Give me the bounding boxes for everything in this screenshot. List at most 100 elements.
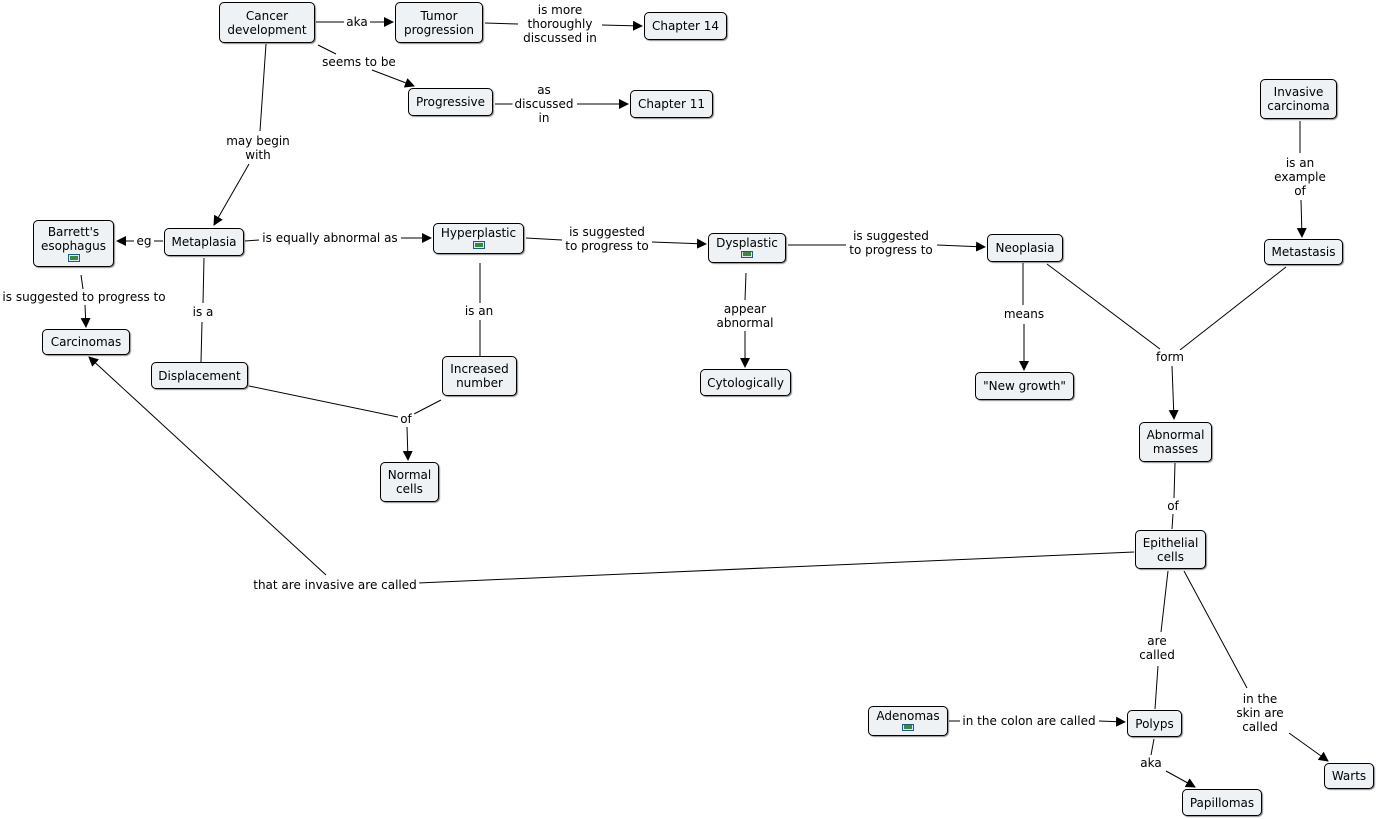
node-chapter-11[interactable]: Chapter 11 — [630, 90, 713, 118]
node-polyps[interactable]: Polyps — [1127, 710, 1182, 737]
line — [1171, 513, 1174, 530]
node-label: Chapter 11 — [637, 97, 706, 111]
line — [371, 69, 415, 88]
link-label-more-discussed[interactable]: is more thoroughly discussed in — [521, 3, 599, 45]
node-label: Chapter 14 — [651, 19, 720, 33]
line — [200, 321, 203, 363]
line — [1154, 665, 1159, 710]
line — [213, 163, 250, 226]
node-label: Dysplastic — [716, 236, 778, 250]
link-label-colon-called[interactable]: in the colon are called — [960, 714, 1098, 728]
node-label: Progressive — [415, 95, 486, 109]
image-icon[interactable] — [741, 251, 753, 258]
link-label-aka[interactable]: aka — [344, 15, 370, 29]
node-adenomas[interactable]: Adenomas — [868, 706, 948, 736]
link-label-eg[interactable]: eg — [134, 234, 154, 248]
link-label-appear-abnormal[interactable]: appear abnormal — [714, 302, 776, 330]
node-label: Displacement — [158, 368, 241, 383]
line — [1165, 770, 1196, 788]
line — [1098, 716, 1126, 727]
line — [601, 20, 643, 31]
line — [1168, 365, 1179, 420]
link-label-of-epithelial[interactable]: of — [1165, 499, 1181, 513]
node-label: Cancer development — [227, 8, 307, 37]
node-label: Hyperplastic — [440, 226, 517, 240]
line — [402, 426, 413, 461]
line — [248, 385, 399, 418]
node-hyperplastic[interactable]: Hyperplastic — [433, 223, 524, 254]
line — [1150, 738, 1155, 756]
link-label-aka-papillomas[interactable]: aka — [1138, 756, 1164, 770]
link-label-is-an[interactable]: is an — [462, 304, 496, 318]
node-label: Normal cells — [387, 468, 432, 496]
node-label: Epithelial cells — [1142, 535, 1199, 564]
link-label-suggested-barrett[interactable]: is suggested to progress to — [0, 290, 168, 304]
line — [1296, 199, 1307, 238]
node-cancer-development[interactable]: Cancer development — [219, 2, 315, 43]
node-neoplasia[interactable]: Neoplasia — [987, 234, 1063, 262]
link-label-suggested-1[interactable]: is suggested to progress to — [563, 225, 651, 253]
node-label: Metastasis — [1271, 245, 1336, 259]
node-warts[interactable]: Warts — [1324, 763, 1374, 789]
link-label-is-a[interactable]: is a — [190, 305, 216, 319]
node-displacement[interactable]: Displacement — [151, 362, 248, 389]
node-label: Increased number — [450, 362, 509, 390]
node-metastasis[interactable]: Metastasis — [1264, 239, 1343, 265]
node-dysplastic[interactable]: Dysplastic — [708, 233, 786, 263]
line — [80, 274, 84, 290]
node-cytologically[interactable]: Cytologically — [700, 369, 791, 396]
node-label: Neoplasia — [995, 241, 1055, 255]
node-label: Warts — [1331, 769, 1367, 783]
node-progressive[interactable]: Progressive — [408, 88, 493, 116]
link-label-equally-abnormal[interactable]: is equally abnormal as — [260, 231, 400, 245]
line — [525, 237, 563, 241]
image-icon[interactable] — [902, 724, 914, 731]
node-tumor-progression[interactable]: Tumor progression — [395, 2, 483, 43]
node-chapter-14[interactable]: Chapter 14 — [644, 12, 727, 40]
line — [744, 272, 747, 301]
node-label: Barrett's esophagus — [40, 225, 107, 253]
link-label-means[interactable]: means — [1001, 307, 1047, 321]
line — [202, 257, 205, 304]
link-label-invasive-called[interactable]: that are invasive are called — [251, 578, 419, 592]
link-label-of-normal[interactable]: of — [398, 412, 414, 426]
node-epithelial-cells[interactable]: Epithelial cells — [1135, 530, 1206, 569]
node-papillomas[interactable]: Papillomas — [1182, 789, 1262, 816]
node-normal-cells[interactable]: Normal cells — [380, 462, 439, 502]
node-label: Cytologically — [707, 375, 784, 390]
link-label-are-called[interactable]: are called — [1137, 634, 1177, 662]
line — [651, 238, 707, 249]
line — [417, 551, 1135, 584]
line — [244, 239, 260, 242]
node-label: Metaplasia — [171, 235, 237, 249]
line — [1173, 462, 1176, 499]
node-label: "New growth" — [983, 379, 1066, 393]
image-icon[interactable] — [472, 241, 485, 249]
line — [484, 22, 519, 25]
line — [1183, 570, 1248, 689]
node-increased-number[interactable]: Increased number — [442, 356, 517, 396]
link-label-form[interactable]: form — [1154, 350, 1186, 364]
node-barretts-esophagus[interactable]: Barrett's esophagus — [33, 220, 114, 267]
node-invasive-carcinoma[interactable]: Invasive carcinoma — [1260, 79, 1337, 119]
line — [936, 241, 986, 252]
node-label: Polyps — [1135, 716, 1174, 731]
image-icon[interactable] — [67, 254, 80, 262]
line — [1179, 266, 1287, 351]
link-label-example-of[interactable]: is an example of — [1272, 156, 1328, 198]
line — [1288, 732, 1329, 762]
line — [259, 43, 267, 132]
node-label: Adenomas — [876, 709, 940, 723]
node-abnormal-masses[interactable]: Abnormal masses — [1139, 422, 1212, 462]
link-label-seems-to-be[interactable]: seems to be — [320, 55, 398, 69]
line — [88, 356, 327, 576]
link-label-as-discussed[interactable]: as discussed in — [512, 83, 576, 125]
link-label-suggested-2[interactable]: is suggested to progress to — [847, 229, 935, 257]
node-carcinomas[interactable]: Carcinomas — [42, 329, 130, 355]
link-label-in-skin[interactable]: in the skin are called — [1234, 692, 1286, 734]
node-new-growth[interactable]: "New growth" — [975, 372, 1074, 400]
link-label-may-begin[interactable]: may begin with — [224, 134, 292, 162]
node-metaplasia[interactable]: Metaplasia — [164, 228, 244, 256]
